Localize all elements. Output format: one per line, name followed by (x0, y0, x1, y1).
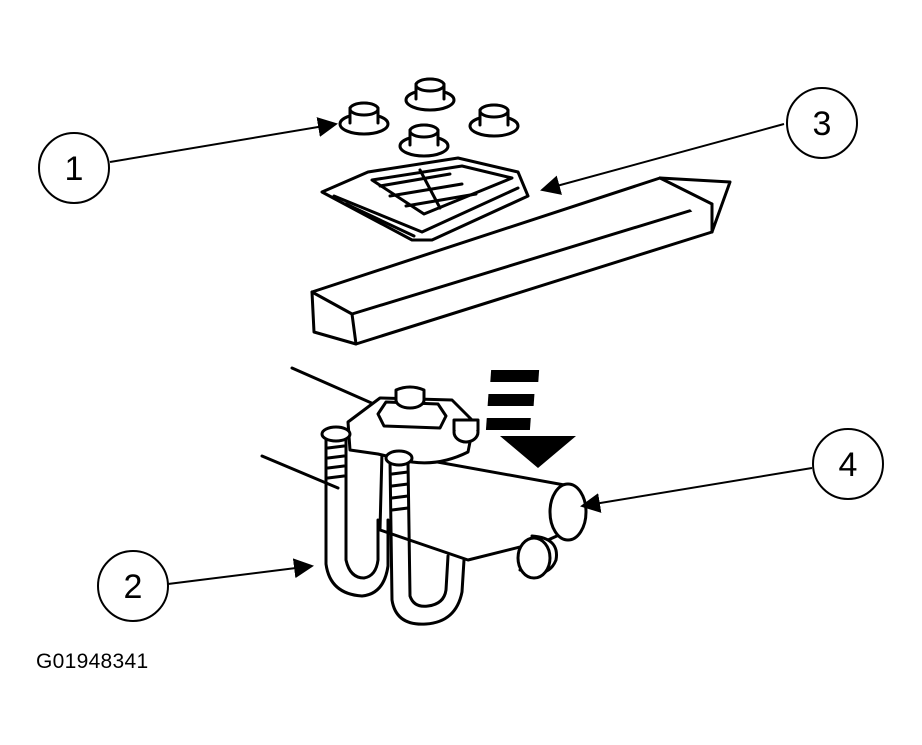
install-direction-arrow (485, 370, 576, 468)
leader-4 (580, 467, 813, 513)
axle-tube (378, 450, 588, 580)
callout-circle-1 (38, 132, 110, 204)
leader-2 (167, 558, 314, 585)
callout-number-4: 4 (839, 446, 858, 484)
spring-plate (320, 156, 530, 242)
u-bolt-right (384, 449, 466, 626)
callout-circle-3 (786, 87, 858, 159)
nut-right (468, 103, 520, 138)
figure-id-label: G01948341 (36, 650, 149, 673)
leaf-spring (310, 176, 732, 346)
leader-3 (540, 123, 785, 195)
nut-top (404, 77, 456, 112)
callout-circle-2 (97, 550, 169, 622)
leader-1 (109, 117, 338, 163)
nut-bottom (398, 123, 450, 158)
callout-number-2: 2 (124, 568, 143, 606)
nut-left (338, 101, 390, 136)
callout-number-3: 3 (813, 105, 832, 143)
callout-circle-4 (812, 428, 884, 500)
u-bolt-left (320, 425, 390, 598)
callout-number-1: 1 (65, 150, 84, 188)
spring-seat (346, 385, 480, 465)
